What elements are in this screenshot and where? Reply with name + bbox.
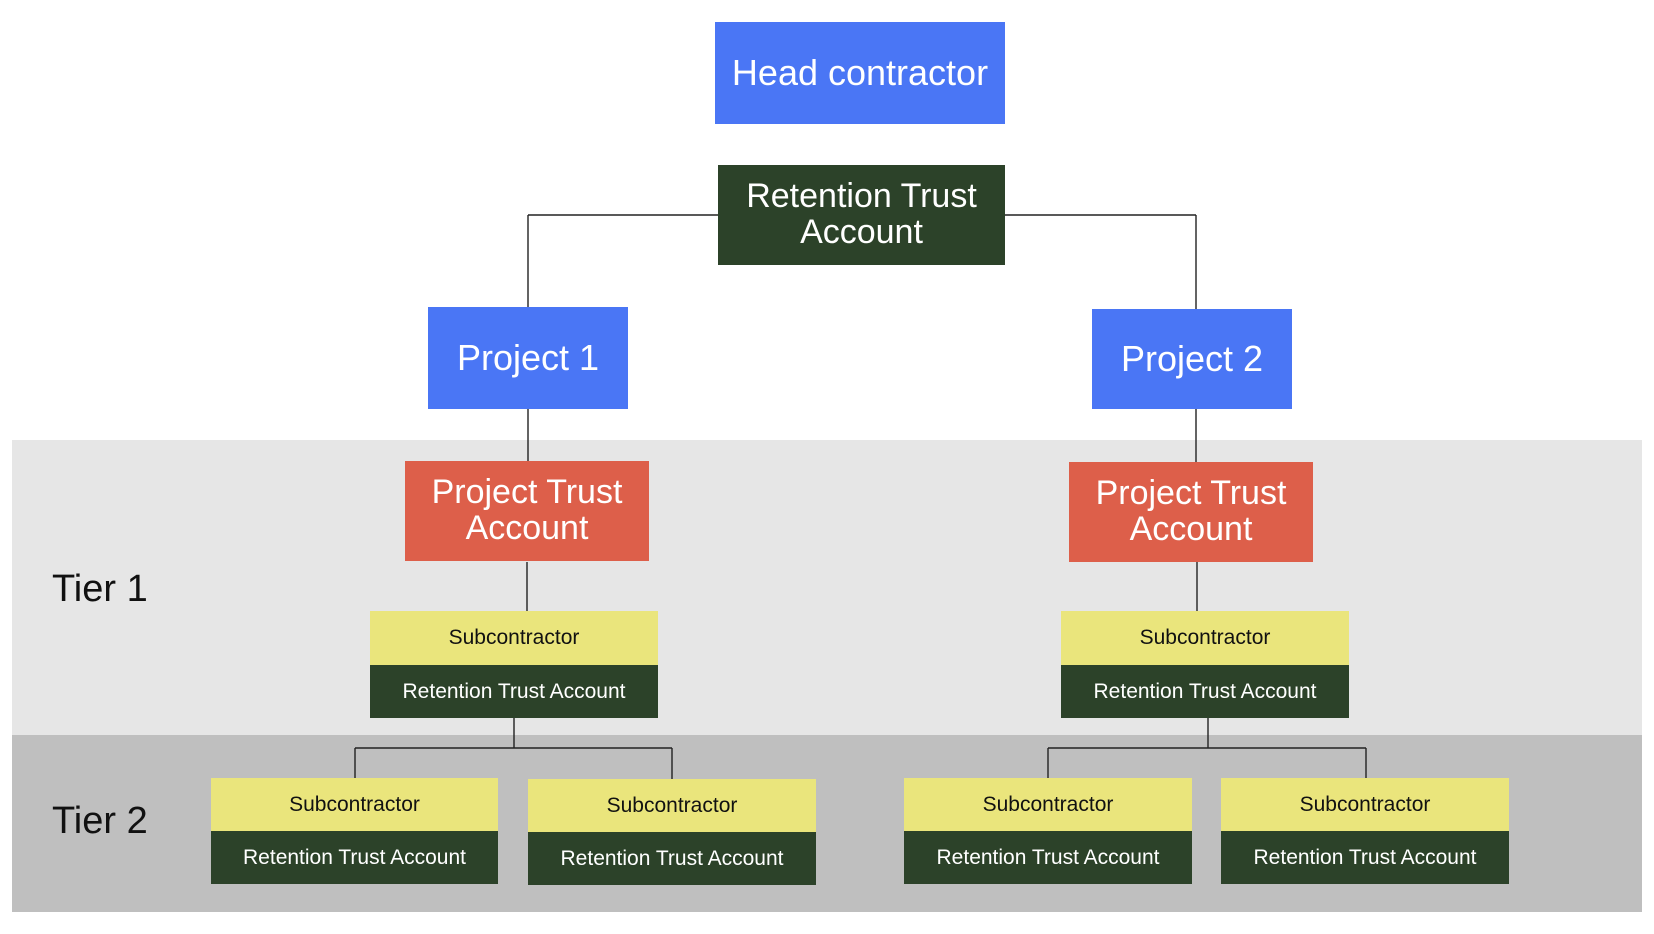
tier1-subcontractor-1-account: Retention Trust Account [370,665,658,718]
tier-2-label: Tier 2 [52,800,148,842]
tier1-subcontractor-2-label: Subcontractor [1061,611,1349,665]
tier2-subcontractor-1a-account: Retention Trust Account [211,831,498,884]
tier-1-band [12,440,1642,735]
tier2-subcontractor-2b-account: Retention Trust Account [1221,831,1509,884]
tier2-subcontractor-2b-label: Subcontractor [1221,778,1509,831]
tier2-subcontractor-1b-account: Retention Trust Account [528,832,816,885]
tier2-subcontractor-1b-label: Subcontractor [528,779,816,832]
project-2-box: Project 2 [1092,309,1292,409]
head-contractor-box: Head contractor [715,22,1005,124]
tier-1-label: Tier 1 [52,568,148,610]
project-1-box: Project 1 [428,307,628,409]
tier2-subcontractor-2a-label: Subcontractor [904,778,1192,831]
tier1-subcontractor-2-account: Retention Trust Account [1061,665,1349,718]
tier2-subcontractor-1a-label: Subcontractor [211,778,498,831]
project-2-trust-account-box: Project Trust Account [1069,462,1313,562]
head-retention-trust-account-box: Retention Trust Account [718,165,1005,265]
tier2-subcontractor-2a-account: Retention Trust Account [904,831,1192,884]
tier1-subcontractor-1-label: Subcontractor [370,611,658,665]
project-1-trust-account-box: Project Trust Account [405,461,649,561]
